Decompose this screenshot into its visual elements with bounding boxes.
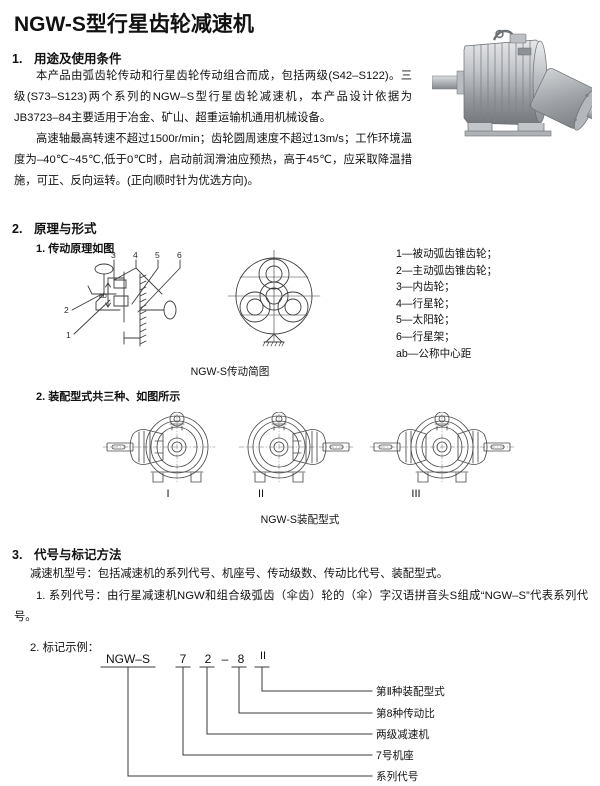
assembly-figures: [85, 411, 525, 489]
assembly-type-label-3: III: [411, 488, 421, 500]
section-2-number: 2.: [12, 222, 23, 236]
section-1-paragraph-2: 高速轴最高转速不超过1500r/min；齿轮圆周速度不超过13m/s；工作环境温…: [14, 133, 412, 187]
legend-item-5: 5—太阳轮；: [396, 314, 455, 327]
schematic-callout-5: 5: [155, 250, 160, 260]
legend-item-4: 4—行星轮；: [396, 297, 455, 310]
marking-callout-assembly-type: 第Ⅱ种装配型式: [376, 686, 445, 698]
product-photo: [431, 28, 600, 140]
schematic-legend: 1—被动弧齿锥齿轮； 2—主动弧齿锥齿轮； 3—内齿轮； 4—行星轮； 5—太阳…: [396, 246, 497, 362]
schematic-dimension-ab: ab: [99, 293, 107, 300]
section-2-title: 原理与形式: [34, 222, 97, 236]
assembly-type-label-1: I: [166, 488, 170, 500]
schematic-callout-1: 1: [66, 330, 71, 340]
subsection-3-1-number: 1.: [36, 590, 46, 602]
section-1-title: 用途及使用条件: [34, 52, 122, 66]
marking-callout-series: 系列代号: [376, 771, 419, 783]
marking-leader-lines: [0, 648, 600, 786]
marking-callout-frame: 7号机座: [376, 750, 414, 762]
transmission-schematic: 3 4 5 6 2 1 ab: [62, 249, 392, 367]
subsection-2-1-heading: 1. 传动原理如图: [36, 240, 114, 256]
section-3-number: 3.: [12, 548, 23, 562]
assembly-caption: NGW-S装配型式: [260, 514, 340, 526]
marking-token-stages: 2: [204, 652, 212, 666]
marking-callout-stages: 两级减速机: [376, 729, 429, 741]
marking-token-ratio: 8: [237, 652, 245, 666]
subsection-3-1-text: 1. 系列代号：由行星减速机NGW和组合级弧齿（伞齿）轮的（伞）字汉语拼音头S组…: [14, 586, 588, 628]
schematic-callout-4: 4: [133, 250, 138, 260]
gear-reducer-illustration: [431, 29, 600, 137]
marking-token-assembly: II: [259, 650, 267, 662]
subsection-3-2-number: 2.: [30, 642, 40, 654]
marking-token-dash: –: [221, 652, 229, 666]
legend-item-ab: ab—公称中心距: [396, 347, 472, 360]
subsection-3-1-body: 系列代号：由行星减速机NGW和组合级弧齿（伞齿）轮的（伞）字汉语拼音头S组成“N…: [14, 590, 588, 623]
section-1-heading: 1. 用途及使用条件: [12, 48, 122, 67]
schematic-callout-6: 6: [177, 250, 182, 260]
subsection-2-1-title: 传动原理如图: [48, 243, 115, 255]
subsection-2-1-number: 1.: [36, 243, 46, 255]
legend-item-6: 6—行星架；: [396, 330, 455, 343]
section-3-heading: 3. 代号与标记方法: [12, 544, 122, 563]
marking-callout-ratio: 第8种传动比: [376, 708, 435, 720]
legend-item-3: 3—内齿轮；: [396, 281, 455, 294]
marking-token-frame: 7: [179, 652, 187, 666]
marking-token-series: NGW–S: [105, 652, 150, 666]
subsection-2-2-heading: 2. 装配型式共三种、如图所示: [36, 388, 180, 404]
section-1-paragraph-1: 本产品由弧齿轮传动和行星齿轮传动组合而成，包括两级(S42–S122)。三级(S…: [14, 70, 412, 124]
subsection-2-2-number: 2.: [36, 391, 46, 403]
schematic-callout-2: 2: [64, 305, 69, 315]
schematic-caption: NGW-S传动简图: [190, 366, 270, 378]
section-2-heading: 2. 原理与形式: [12, 218, 97, 237]
section-1-number: 1.: [12, 52, 23, 66]
subsection-2-2-title: 装配型式共三种、如图所示: [48, 391, 181, 403]
page-title: NGW-S型行星齿轮减速机: [14, 13, 254, 36]
section-3-title: 代号与标记方法: [34, 548, 122, 562]
assembly-type-label-2: II: [257, 488, 265, 500]
subsection-3-2-body: 标记示例：: [42, 642, 100, 654]
legend-item-2: 2—主动弧齿锥齿轮；: [396, 264, 498, 277]
legend-item-1: 1—被动弧齿锥齿轮；: [396, 248, 498, 260]
section-3-intro: 减速机型号：包括减速机的系列代号、机座号、传动级数、传动比代号、装配型式。: [30, 568, 448, 580]
schematic-callout-3: 3: [111, 250, 116, 260]
subsection-3-2-text: 2. 标记示例：: [30, 638, 330, 659]
